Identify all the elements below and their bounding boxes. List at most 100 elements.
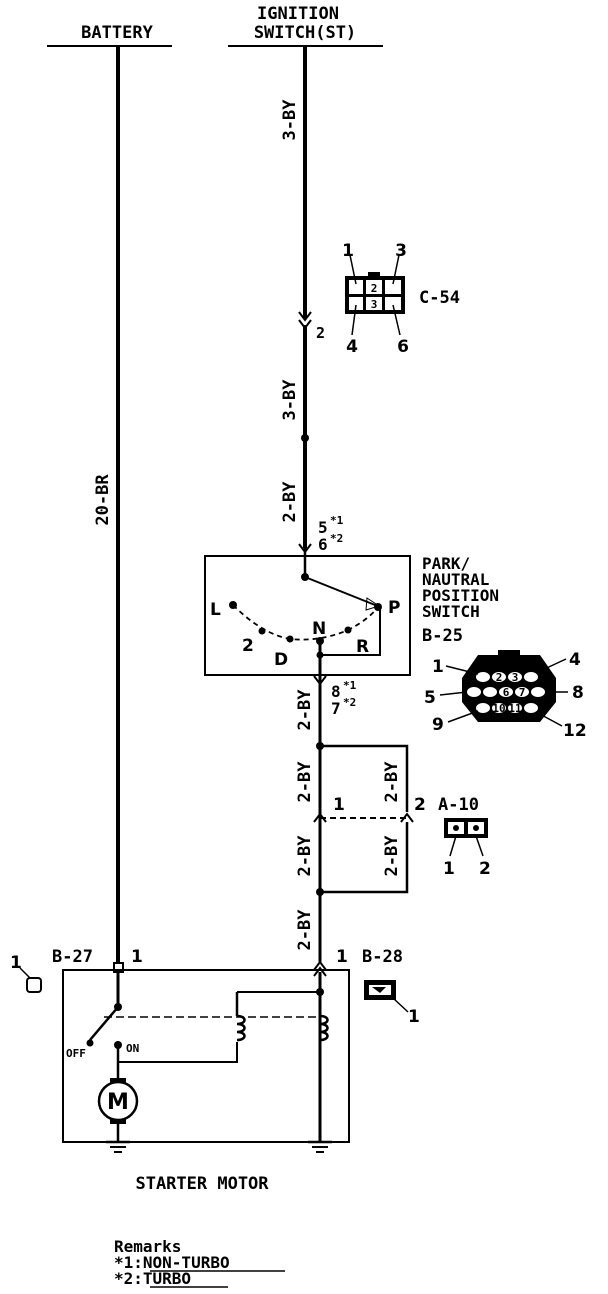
c54-cell-a: 2	[371, 282, 378, 295]
switch-top-pin-alt: 6	[318, 535, 328, 554]
hold-in-coil	[319, 1014, 329, 1042]
c54-leader-3	[392, 254, 400, 285]
b25-leader-12	[535, 711, 563, 727]
coil-junction	[316, 988, 324, 996]
b27-name: B-27	[52, 947, 93, 967]
b28-name: B-28	[362, 947, 403, 967]
switch-output-label: 2-BY	[295, 689, 315, 731]
b25-cell-7: 7	[519, 686, 526, 699]
c54-cell-b: 3	[371, 298, 378, 311]
b28-connector-symbol	[364, 980, 396, 1000]
switch-bottom-pin-marker	[313, 675, 327, 686]
switch-pos-D-contact	[286, 635, 294, 643]
loop-right-bottom-label: 2-BY	[382, 835, 402, 877]
loop-bottom-wire	[320, 822, 409, 894]
c54-pin-4: 4	[346, 337, 358, 357]
b25-leader-9	[447, 710, 479, 723]
b25-leader-1	[445, 665, 479, 675]
b25-pin-12: 12	[563, 721, 587, 741]
switch-np-junction	[316, 651, 324, 659]
loop-left-bottom-label: 2-BY	[295, 835, 315, 877]
starter-motor-title: STARTER MOTOR	[135, 1174, 269, 1194]
b25-pin-8: 8	[572, 683, 584, 703]
switch-bottom-pin-alt-sup: *2	[343, 696, 356, 709]
switch-pos-L-contact	[229, 601, 237, 609]
b25-cell-10: 10	[492, 702, 505, 715]
b25-connector: 2 3 6 7 10 11	[462, 650, 556, 722]
switch-pos-R-contact	[344, 626, 352, 634]
battery-wire-label: 20-BR	[93, 474, 113, 526]
c54-name: C-54	[419, 288, 460, 308]
on-label: ON	[126, 1042, 139, 1055]
a10-pin-2: 2	[479, 859, 491, 879]
switch-pos-2: 2	[242, 636, 254, 656]
b27-pin: 1	[131, 947, 143, 967]
loop-left-top-label: 2-BY	[295, 761, 315, 803]
switch-pos-R: R	[356, 637, 369, 657]
off-label: OFF	[66, 1047, 86, 1060]
switch-bottom-pin-main: 8	[331, 682, 341, 701]
a10-pin1-marker	[313, 812, 327, 823]
switch-position-arc	[232, 604, 379, 641]
b25-name: B-25	[422, 626, 463, 646]
b28-ref-number: 1	[408, 1007, 420, 1027]
b28-ref-leader	[392, 997, 409, 1013]
b25-leader-5	[439, 691, 468, 696]
park-switch-label-2: NAUTRAL	[422, 570, 489, 589]
pull-in-coil	[235, 992, 246, 1042]
starter-motor-box	[62, 969, 350, 1143]
coil-connector-wire	[118, 1042, 238, 1063]
b25-cell-6: 6	[503, 686, 510, 699]
park-switch-label-1: PARK/	[422, 554, 470, 573]
c54-wire-label: 3-BY	[280, 379, 300, 421]
c54-pin-3: 3	[395, 241, 407, 261]
b25-cell-2: 2	[496, 671, 503, 684]
solenoid-contact-arm	[89, 1006, 119, 1041]
b25-cell-11: 11	[508, 702, 522, 715]
splice-point-1	[301, 434, 309, 442]
b25-pin-1: 1	[432, 657, 444, 677]
contact-off	[86, 1039, 94, 1047]
b25-leader-4	[537, 658, 567, 673]
a10-loop-pin-2: 2	[414, 795, 426, 815]
coil-ground-symbol	[308, 1140, 332, 1153]
ignition-header-line1: IGNITION	[257, 4, 339, 24]
switch-top-pin-main-sup: *1	[330, 514, 344, 527]
a10-pin-1: 1	[443, 859, 455, 879]
c54-leader-1	[349, 254, 357, 285]
c54-pin-6: 6	[397, 337, 409, 357]
b25-pin-5: 5	[424, 688, 436, 708]
switch-top-pin-alt-sup: *2	[330, 532, 343, 545]
switch-top-pin-main: 5	[318, 518, 328, 537]
motor-brush-top	[110, 1078, 126, 1083]
switch-pos-L: L	[210, 600, 221, 620]
switch-pos-P: P	[388, 598, 400, 618]
switch-pos-D: D	[274, 650, 288, 670]
switch-bottom-pin-main-sup: *1	[343, 679, 357, 692]
park-neutral-switch-box	[204, 555, 411, 676]
b28-pin-marker	[313, 960, 327, 977]
loop-right-top-label: 2-BY	[382, 761, 402, 803]
a10-pin2-marker	[400, 812, 414, 823]
b27-ref-number: 1	[10, 953, 22, 973]
c54-used-pin: 2	[316, 324, 325, 342]
c54-leader-6	[392, 304, 401, 336]
motor-ground-symbol	[106, 1140, 130, 1153]
a10-loop-pin-1: 1	[333, 795, 345, 815]
b28-pin: 1	[336, 947, 348, 967]
b25-cell-3: 3	[512, 671, 519, 684]
c54-connector: 2 3	[345, 272, 405, 314]
b25-pin-9: 9	[432, 715, 444, 735]
c54-pin-1: 1	[342, 241, 354, 261]
park-switch-label-4: SWITCH	[422, 602, 480, 621]
battery-header: BATTERY	[81, 23, 153, 43]
switch-wiper-arm	[304, 576, 376, 606]
loop-top-wire	[320, 744, 409, 812]
b25-pin-4: 4	[569, 650, 581, 670]
b27-connector-symbol	[26, 977, 42, 993]
switch-pos-N: N	[312, 619, 326, 639]
switch-feed-label: 2-BY	[280, 481, 300, 523]
motor-feed-label: 2-BY	[295, 909, 315, 951]
switch-pos-2-contact	[258, 627, 266, 635]
